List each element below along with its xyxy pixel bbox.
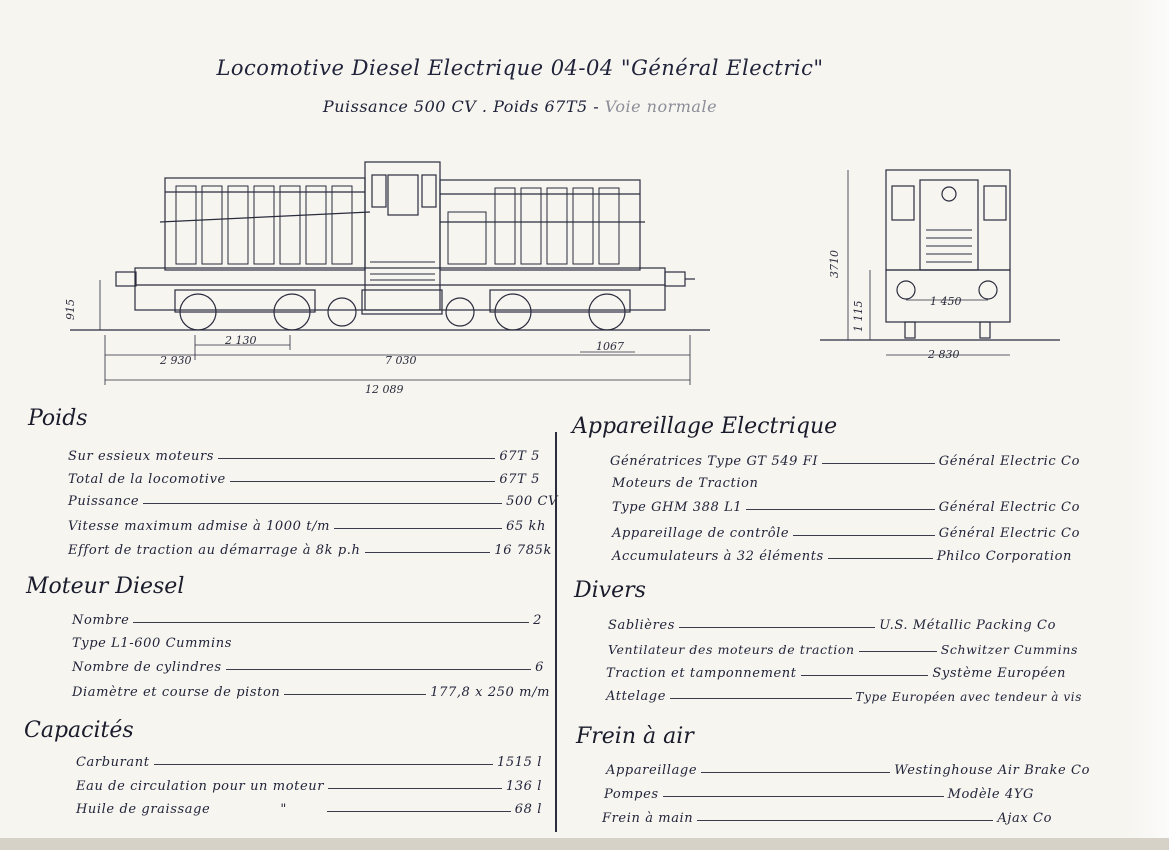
dim-1067: 1067 <box>596 340 624 353</box>
heading-divers: Divers <box>574 578 646 603</box>
front-frame <box>885 269 1011 323</box>
wheel-3 <box>494 293 532 331</box>
document-subtitle: Puissance 500 CV . Poids 67T5 - Voie nor… <box>0 97 1040 116</box>
cab-side <box>364 161 441 311</box>
dim-front-width: 2 830 <box>928 348 960 361</box>
subtitle-main: Puissance 500 CV . Poids 67T5 - <box>322 97 600 116</box>
wheel-4 <box>588 293 626 331</box>
locomotive-drawing <box>70 161 1060 385</box>
row-cap-3: Huile de graissage"68 l <box>76 802 542 817</box>
dim-2130: 2 130 <box>225 334 257 347</box>
buffer-right <box>664 271 686 287</box>
dim-12089: 12 089 <box>365 383 404 396</box>
dim-2930: 2 930 <box>160 354 192 367</box>
heading-capacites: Capacités <box>24 718 134 743</box>
bogie-left <box>174 289 316 313</box>
wheel-idler-1 <box>327 297 357 327</box>
heading-frein: Frein à air <box>576 724 694 749</box>
dim-front-height: 3710 <box>828 250 841 278</box>
document-title: Locomotive Diesel Electrique 04-04 "Géné… <box>216 56 824 80</box>
heading-poids: Poids <box>28 406 88 431</box>
row-poids-5: Effort de traction au démarrage à 8k p.h… <box>68 543 552 558</box>
bottom-edge <box>0 838 1169 850</box>
heading-moteur: Moteur Diesel <box>26 574 185 599</box>
subtitle-faint: Voie normale <box>604 97 718 116</box>
dim-front-axle: 1 115 <box>852 300 865 333</box>
wheel-2 <box>273 293 311 331</box>
page-edge <box>1129 0 1169 850</box>
column-divider <box>555 432 557 832</box>
row-moteur-2: Type L1-600 Cummins <box>72 636 232 651</box>
dim-side-height: 915 <box>64 299 77 320</box>
dim-front-gauge: 1 450 <box>930 295 962 308</box>
heading-appareillage: Appareillage Electrique <box>572 414 838 439</box>
wheel-idler-2 <box>445 297 475 327</box>
dim-7030: 7 030 <box>385 354 417 367</box>
hood-right <box>439 179 641 271</box>
buffer-left <box>115 271 137 287</box>
bogie-right <box>489 289 631 313</box>
fuel-tank <box>361 289 443 315</box>
row-app-2: Moteurs de Traction <box>612 476 759 491</box>
wheel-1 <box>179 293 217 331</box>
